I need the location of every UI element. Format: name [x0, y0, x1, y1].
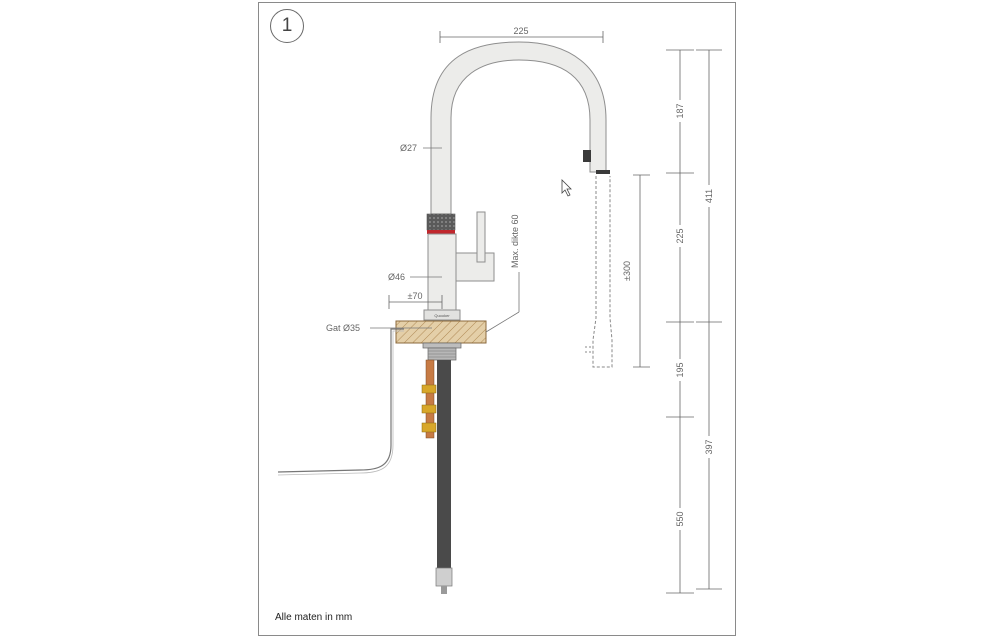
dim-pullout — [633, 174, 650, 368]
hose-connector — [435, 567, 453, 587]
red-indicator-ring — [427, 230, 455, 234]
dim-spout-reach — [439, 31, 604, 43]
lever-hub — [455, 252, 495, 282]
knurled-ring — [426, 213, 456, 231]
brass-fitting-3 — [421, 422, 437, 433]
figure-number: 1 — [281, 15, 293, 36]
dim-height-upper-label: 187 — [675, 103, 685, 118]
thread-lines — [428, 350, 456, 358]
callout-hole-diameter: Gat Ø35 — [326, 323, 360, 333]
diagram-sheet — [258, 2, 736, 636]
figure-number-badge: 1 — [270, 9, 304, 43]
flexible-hose — [437, 360, 451, 568]
label-bg-187 — [675, 100, 685, 122]
dim-total-below-label: 397 — [704, 439, 714, 454]
brass-fitting-1 — [421, 384, 437, 394]
dim-chain-right — [696, 49, 722, 590]
tap-base — [423, 309, 461, 321]
callout-max-thickness: Max. dikte 60 — [510, 214, 520, 268]
lever-handle — [476, 211, 486, 263]
label-bg-195 — [675, 359, 685, 381]
label-bg-225 — [675, 225, 685, 247]
hose-tip — [441, 586, 447, 594]
dim-distance — [388, 295, 443, 309]
dim-below-counter-label: 550 — [675, 511, 685, 526]
spout-outlet — [596, 170, 610, 174]
mouse-cursor-icon — [561, 179, 572, 197]
spout-nozzle-button — [583, 150, 591, 162]
callout-thickness-leader — [485, 311, 520, 333]
dim-spout-reach-label: 225 — [513, 26, 528, 36]
label-bg-550 — [675, 508, 685, 530]
dim-chain-left — [666, 49, 694, 594]
pullout-hose-dashed — [592, 176, 613, 368]
dim-total-above-label: 411 — [704, 189, 714, 203]
mounting-washer — [422, 342, 462, 349]
countertop — [395, 320, 487, 344]
spout — [430, 41, 607, 215]
dim-height-mid-label: 225 — [675, 228, 685, 243]
cable-inner — [277, 330, 404, 476]
dim-height-lower-label: 195 — [675, 362, 685, 377]
cable — [277, 328, 404, 473]
pullout-tip-dashed — [585, 346, 593, 353]
brand-label: Quooker — [434, 313, 450, 318]
dim-pullout-label: ±300 — [622, 261, 632, 281]
callout-tube-diameter: Ø27 — [400, 143, 417, 153]
units-note: Alle maten in mm — [275, 612, 353, 623]
callout-body-diameter: Ø46 — [388, 272, 405, 282]
brass-fitting-2 — [421, 404, 437, 414]
copper-pipe — [425, 359, 435, 439]
dim-distance-label: ±70 — [408, 291, 423, 301]
label-bg-397 — [704, 436, 714, 458]
label-bg-411 — [704, 185, 714, 207]
